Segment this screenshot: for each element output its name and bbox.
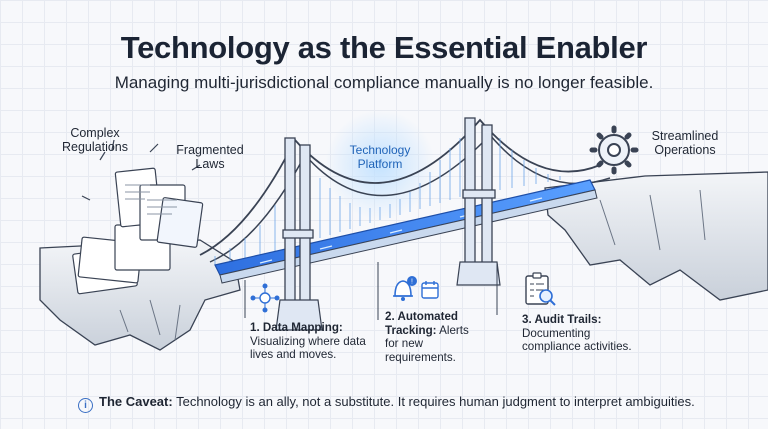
step-title: 1. Data Mapping: bbox=[250, 321, 343, 334]
right-cliff bbox=[544, 171, 768, 301]
step-title: 2. Automated Tracking: bbox=[385, 310, 459, 337]
step-audit-trails: 3. Audit Trails: Documenting compliance … bbox=[522, 313, 647, 354]
caveat-label: The Caveat: bbox=[99, 394, 173, 409]
step-text: Alerts for new requirements. bbox=[385, 323, 469, 364]
label-streamlined-operations: Streamlined Operations bbox=[651, 129, 719, 157]
label-technology-platform: Technology Platform bbox=[349, 143, 411, 171]
data-mapping-icon bbox=[250, 283, 280, 313]
svg-text:!: ! bbox=[411, 279, 413, 286]
step-text: Visualizing where data lives and moves. bbox=[250, 334, 366, 362]
step-automated-tracking: 2. Automated Tracking: Alerts for new re… bbox=[385, 310, 485, 364]
caveat-note: i The Caveat: Technology is an ally, not … bbox=[78, 394, 695, 413]
bell-icon: ! bbox=[393, 276, 417, 301]
page-title: Technology as the Essential Enabler bbox=[120, 30, 648, 65]
calendar-icon bbox=[421, 281, 439, 299]
page-subtitle: Managing multi-jurisdictional compliance… bbox=[114, 73, 654, 92]
step-data-mapping: 1. Data Mapping: Visualizing where data … bbox=[250, 321, 370, 362]
clipboard-search-icon bbox=[525, 272, 556, 306]
document-stack-icon bbox=[72, 139, 204, 295]
caveat-text: Technology is an ally, not a substitute.… bbox=[176, 394, 695, 409]
step-title: 3. Audit Trails: bbox=[522, 313, 602, 326]
gear-icon bbox=[589, 125, 639, 175]
step-text: Documenting compliance activities. bbox=[522, 326, 632, 354]
label-fragmented-laws: Fragmented Laws bbox=[176, 143, 244, 171]
label-complex-regulations: Complex Regulations bbox=[61, 126, 128, 154]
info-icon: i bbox=[78, 398, 93, 413]
bridge bbox=[199, 110, 611, 331]
